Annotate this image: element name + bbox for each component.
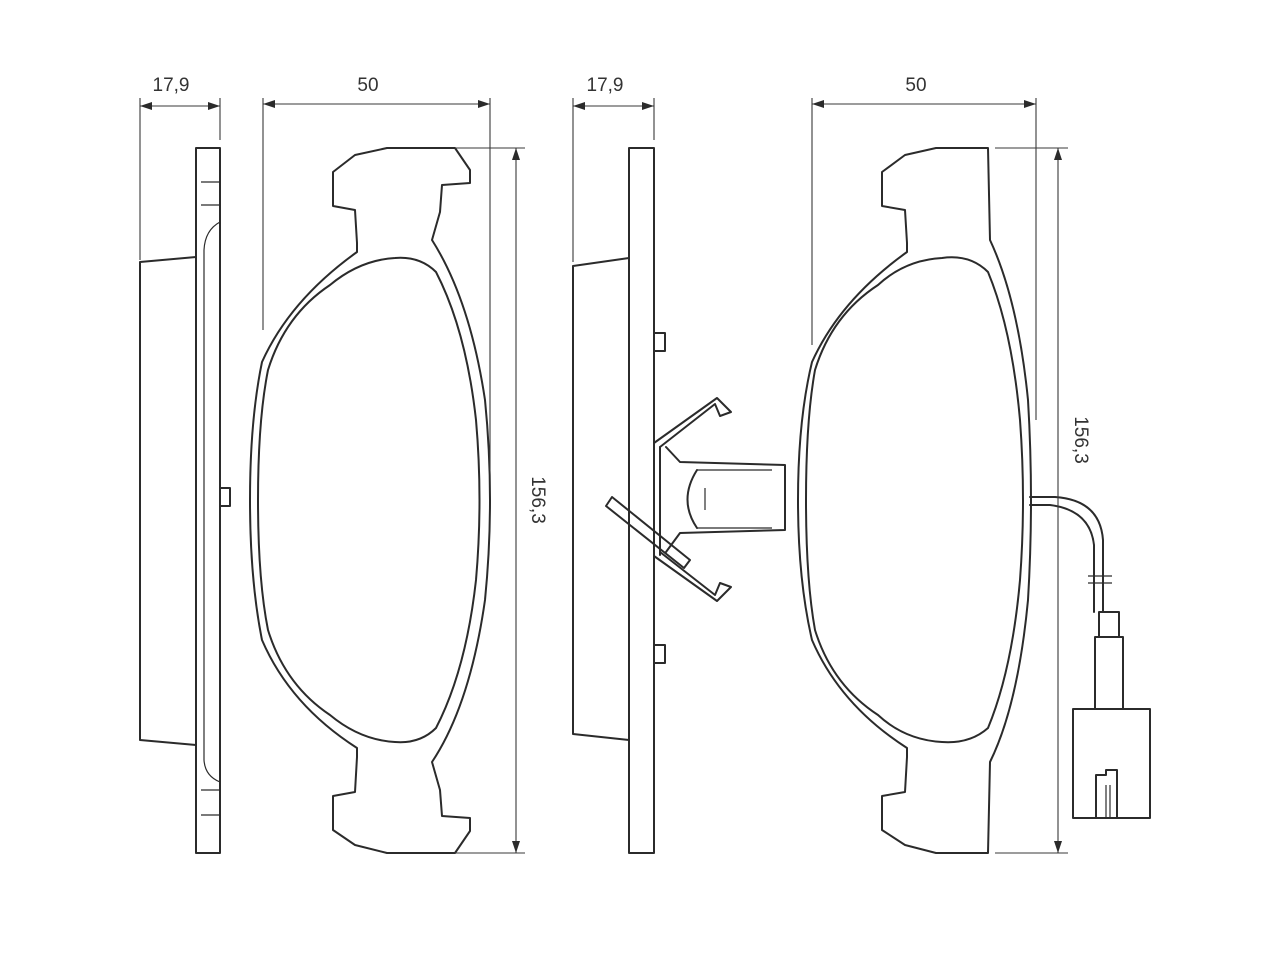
left-backing-plate bbox=[195, 147, 221, 854]
dimension-right-height: 156,3 bbox=[995, 147, 1091, 854]
right-backing-plate-outline bbox=[797, 147, 1032, 854]
sensor-connector bbox=[1072, 708, 1151, 819]
right-backing-plate bbox=[628, 147, 655, 854]
right-friction-side bbox=[572, 257, 630, 741]
left-plate-tab bbox=[219, 487, 231, 507]
left-pad-front-view bbox=[249, 147, 491, 854]
left-pad-side-view bbox=[139, 147, 231, 854]
right-plate-tab-lower bbox=[653, 644, 666, 664]
dim-label-right-height: 156,3 bbox=[1070, 416, 1091, 464]
dim-label-left-width: 50 bbox=[357, 75, 378, 96]
right-pad-front-view bbox=[797, 147, 1151, 854]
left-friction-face bbox=[257, 256, 481, 744]
dimension-left-thickness: 17,9 bbox=[139, 75, 221, 260]
wear-sensor bbox=[1029, 496, 1151, 819]
left-friction-side bbox=[139, 256, 197, 746]
dim-label-left-height: 156,3 bbox=[527, 476, 548, 524]
left-backing-plate-outline bbox=[249, 147, 491, 854]
dim-label-right-width: 50 bbox=[905, 75, 926, 96]
dim-label-right-thickness: 17,9 bbox=[587, 75, 624, 96]
dimension-right-thickness: 17,9 bbox=[572, 75, 655, 262]
right-plate-tab-upper bbox=[653, 332, 666, 352]
dimension-right-width: 50 bbox=[811, 75, 1037, 420]
right-friction-face bbox=[805, 256, 1024, 744]
left-shim-edge bbox=[203, 221, 221, 783]
dim-label-left-thickness: 17,9 bbox=[153, 75, 190, 96]
dimension-left-height: 156,3 bbox=[455, 147, 548, 854]
dimension-left-width: 50 bbox=[262, 75, 491, 470]
right-pad-side-view bbox=[572, 147, 786, 854]
retaining-spring-clip bbox=[605, 397, 786, 602]
